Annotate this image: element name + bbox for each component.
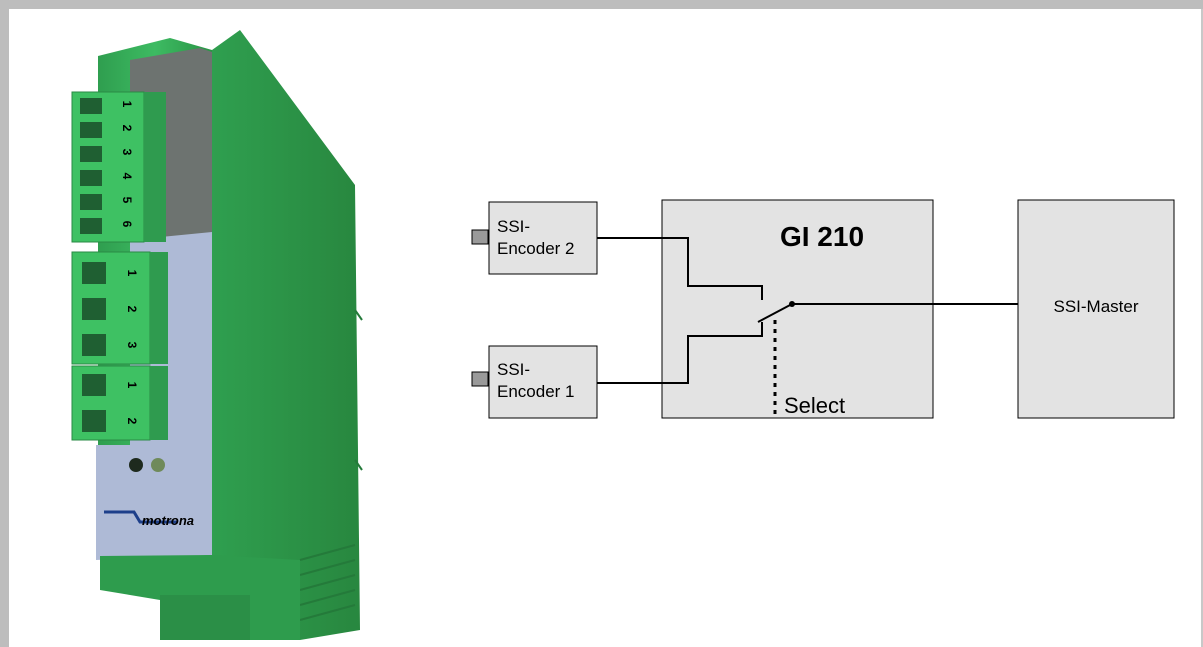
encoder2-box: [488, 201, 598, 275]
encoder2-connector: [471, 229, 489, 245]
terminal-screws-lower: [82, 374, 106, 432]
housing-side: [212, 30, 360, 640]
terminal-mid-number-2: 2: [125, 306, 139, 313]
gi210-box: [661, 199, 934, 419]
terminal-block-middle: 1 2 3: [71, 251, 168, 365]
terminal-block-top: 1 2 3 4 5 6: [71, 91, 166, 243]
terminal-top-number-6: 6: [120, 221, 134, 228]
terminal-low-number-2: 2: [125, 418, 139, 425]
housing-ribs: [299, 309, 363, 621]
encoder2-label-line1: SSI-: [497, 217, 530, 236]
ssi-master-label: SSI-Master: [1053, 297, 1138, 316]
block-diagram: SSI- Encoder 2 SSI- Encoder 1 GI 210 SSI…: [471, 199, 1175, 419]
terminal-top-number-2: 2: [120, 125, 134, 132]
terminal-top-number-1: 1: [120, 101, 134, 108]
foot-block: [160, 595, 250, 640]
select-label: Select: [784, 393, 845, 418]
terminal-top-number-4: 4: [120, 173, 134, 180]
frame-top-border: [0, 0, 1203, 9]
frame-left-border: [0, 0, 9, 647]
terminal-top-number-5: 5: [120, 197, 134, 204]
terminal-top-number-3: 3: [120, 149, 134, 156]
encoder1-connector: [471, 371, 489, 387]
signal-wires: [597, 237, 1018, 384]
motrona-logo: motrona: [104, 510, 194, 528]
terminal-mid-number-1: 1: [125, 270, 139, 277]
terminal-screws-top: [80, 98, 102, 234]
wire-encoder2: [597, 237, 763, 300]
ssi-master-box: [1017, 199, 1175, 419]
status-led-right: [151, 458, 165, 472]
terminal-mid-number-3: 3: [125, 342, 139, 349]
encoder1-label-line1: SSI-: [497, 360, 530, 379]
frame-right-border: [1201, 9, 1203, 647]
encoder1-box: [488, 345, 598, 419]
terminal-low-number-1: 1: [125, 382, 139, 389]
status-led-left: [129, 458, 143, 472]
encoder2-label-line2: Encoder 2: [497, 239, 575, 258]
gi210-title: GI 210: [780, 221, 864, 252]
terminal-block-lower: 1 2: [71, 365, 168, 441]
switch-pivot-dot: [789, 301, 795, 307]
logo-text: motrona: [142, 513, 194, 528]
switch-arm: [757, 303, 793, 323]
terminal-screws-middle: [82, 262, 106, 356]
wire-encoder1: [597, 322, 763, 384]
device-illustration: 1 2 3 4 5 6 1 2 3: [71, 30, 363, 640]
encoder1-label-line2: Encoder 1: [497, 382, 575, 401]
